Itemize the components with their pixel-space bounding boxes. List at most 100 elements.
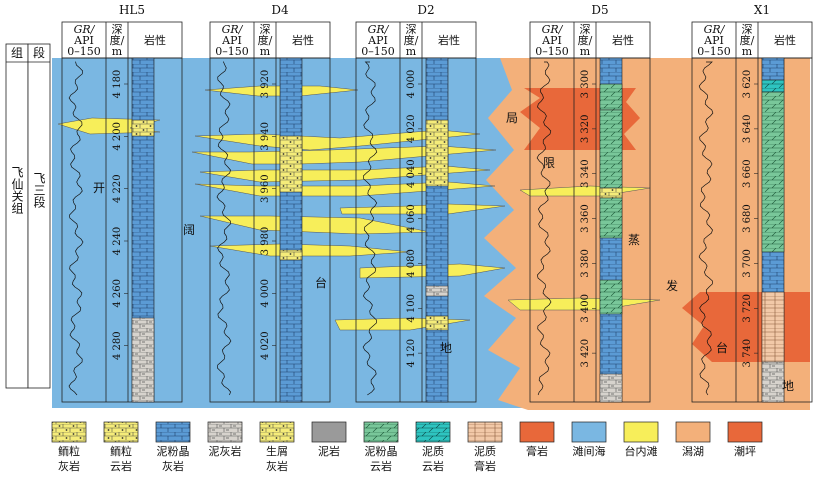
depth-header: 度/	[110, 33, 125, 47]
depth-header: 深	[580, 23, 591, 36]
depth-header: 深	[406, 23, 417, 36]
depth-label: 3 740	[742, 339, 753, 368]
section-name: 飞三段	[32, 172, 46, 209]
legend-swatch	[207, 421, 243, 443]
well-name: D4	[271, 3, 289, 17]
legend-label: 云岩	[110, 459, 132, 473]
depth-label: 3 920	[260, 70, 271, 99]
legend-swatch	[51, 421, 87, 443]
depth-label: 4 240	[112, 227, 123, 256]
facies-char: 局	[506, 111, 518, 125]
depth-label: 3 300	[580, 70, 591, 99]
depth-label: 4 020	[260, 331, 271, 360]
legend-label: 泥质	[422, 445, 444, 458]
legend-label: 泥岩	[318, 444, 340, 458]
depth-header: 度/	[578, 33, 593, 47]
depth-label: 4 280	[112, 331, 123, 360]
gr-unit: API	[73, 34, 94, 47]
legend-label: 泥粉晶	[365, 445, 398, 458]
depth-label: 3 940	[260, 122, 271, 151]
gr-range: 0–150	[535, 45, 569, 58]
facies-char: 地	[782, 379, 794, 393]
legend-swatch	[727, 421, 763, 443]
legend-label: 鲕粒	[110, 444, 132, 458]
facies-labels: 开 阔 台 地 局 限 蒸 发 台 地	[93, 111, 794, 393]
legend-label: 潮坪	[734, 444, 756, 458]
legend-item-tidal-flat: 潮坪	[727, 421, 763, 458]
legend-item-marl: 泥灰岩	[207, 421, 243, 458]
legend-swatch	[467, 421, 503, 443]
depth-label: 4 000	[260, 279, 271, 308]
legend-item-intra-platform-shoal: 台内滩	[623, 421, 659, 458]
legend: 鲕粒灰岩鲕粒云岩泥粉晶灰岩泥灰岩生屑灰岩泥岩泥粉晶云岩泥质云岩泥质膏岩膏岩滩间海…	[51, 421, 763, 473]
legend-swatch	[675, 421, 711, 443]
legend-item-gypsum: 膏岩	[519, 421, 555, 458]
depth-unit: m	[112, 45, 123, 58]
legend-label: 滩间海	[573, 444, 606, 458]
depth-header: 度/	[740, 33, 755, 47]
legend-swatch	[363, 421, 399, 443]
gr-header: GR/	[222, 23, 244, 36]
legend-swatch	[103, 421, 139, 443]
depth-header: 度/	[258, 33, 273, 47]
legend-swatch	[519, 421, 555, 443]
legend-label: 生屑	[266, 444, 288, 458]
depth-unit: m	[580, 45, 591, 58]
facies-char: 发	[666, 278, 678, 293]
well-name: D2	[417, 3, 434, 17]
depth-header: 深	[742, 23, 753, 36]
gr-range: 0–150	[361, 45, 395, 58]
legend-label: 灰岩	[266, 459, 288, 473]
legend-label: 泥粉晶	[157, 445, 190, 458]
depth-label: 3 400	[580, 294, 591, 323]
gr-unit: API	[221, 34, 242, 47]
depth-label: 3 360	[580, 204, 591, 233]
legend-label: 泥灰岩	[209, 444, 242, 458]
gr-unit: API	[703, 34, 724, 47]
facies-char: 地	[440, 341, 452, 355]
depth-label: 3 660	[742, 159, 753, 188]
depth-label: 3 380	[580, 249, 591, 278]
legend-item-mudstone: 泥岩	[311, 421, 347, 458]
depth-label: 4 100	[406, 294, 417, 323]
legend-swatch	[259, 421, 295, 443]
well-name: HL5	[119, 3, 145, 17]
group-header: 组	[11, 46, 23, 60]
section-header: 段	[33, 45, 45, 60]
facies-char: 阔	[183, 223, 195, 237]
depth-label: 3 720	[742, 294, 753, 323]
legend-item-inter-shoal-sea: 滩间海	[571, 421, 607, 458]
lithology-header: 岩性	[612, 33, 634, 47]
facies-char: 台	[315, 275, 327, 290]
legend-label: 膏岩	[526, 444, 548, 458]
gr-curve	[362, 61, 378, 396]
depth-header: 深	[112, 23, 123, 36]
legend-label: 灰岩	[162, 459, 184, 473]
depth-label: 3 640	[742, 115, 753, 144]
well-name: D5	[591, 3, 608, 17]
depth-label: 4 000	[406, 70, 417, 99]
lithology-header: 岩性	[438, 33, 460, 47]
gr-range: 0–150	[697, 45, 731, 58]
depth-label: 3 340	[580, 159, 591, 188]
depth-label: 3 320	[580, 115, 591, 144]
depth-label: 4 200	[112, 122, 123, 151]
gr-curve	[216, 61, 232, 396]
legend-swatch	[311, 421, 347, 443]
depth-label: 4 120	[406, 339, 417, 368]
legend-label: 台内滩	[625, 444, 658, 458]
legend-item-lagoon: 潟湖	[675, 421, 711, 458]
facies-char: 限	[543, 156, 555, 170]
facies-char: 台	[716, 340, 728, 355]
gr-unit: API	[541, 34, 562, 47]
lithology-header: 岩性	[292, 33, 314, 47]
depth-label: 4 180	[112, 70, 123, 99]
legend-label: 云岩	[422, 459, 444, 473]
facies-char: 蒸	[628, 233, 640, 247]
depth-unit: m	[260, 45, 271, 58]
